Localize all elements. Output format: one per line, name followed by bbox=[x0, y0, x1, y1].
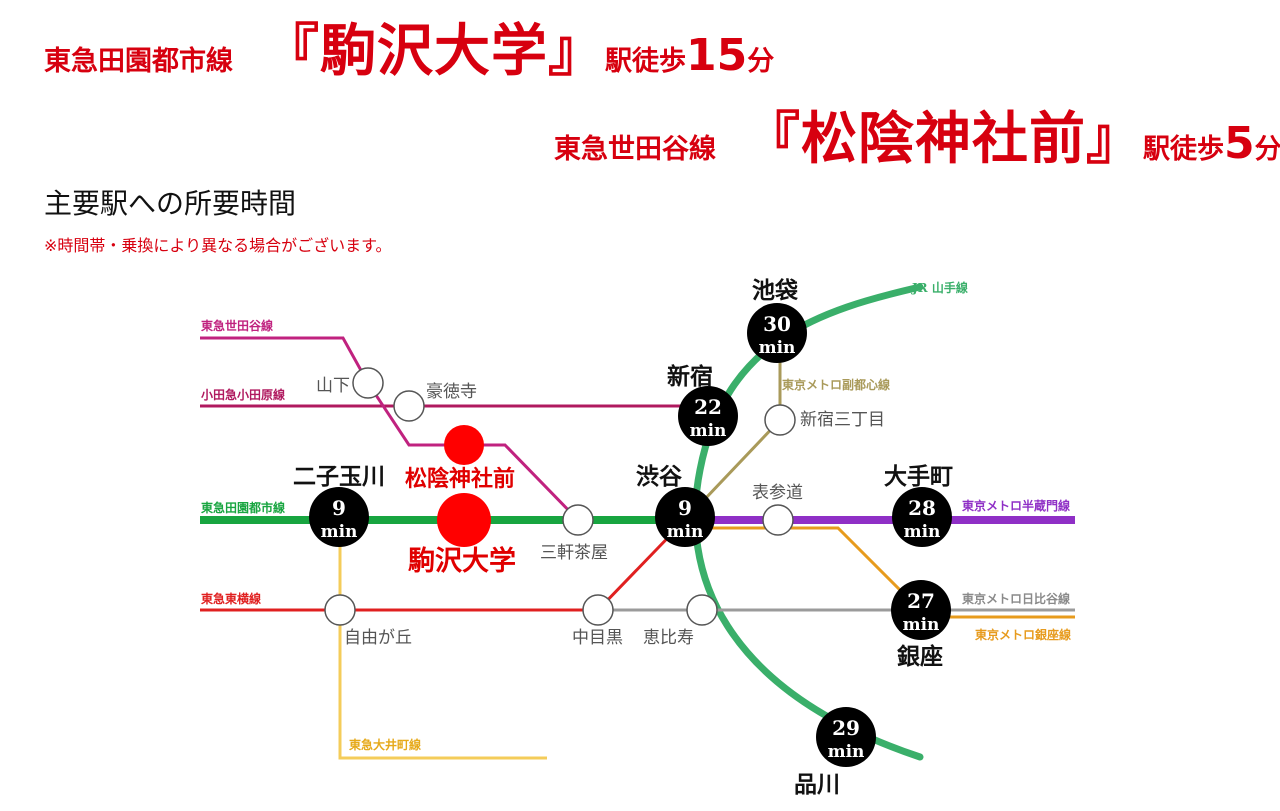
label-line-fukutoshin: 東京メトロ副都心線 bbox=[782, 377, 890, 392]
time-shinagawa: 29 bbox=[832, 716, 860, 740]
header-walk-label: 駅徒歩 bbox=[1143, 134, 1224, 165]
label-line-oimachi: 東急大井町線 bbox=[349, 737, 421, 752]
header-walk-label: 駅徒歩 bbox=[605, 46, 686, 77]
time-ikebukuro: 30 bbox=[763, 312, 791, 336]
label-line-odakyu: 小田急小田原線 bbox=[201, 387, 285, 402]
unit-otemachi: min bbox=[904, 522, 941, 542]
label-komazawadaigaku: 駒沢大学 bbox=[408, 545, 516, 577]
station-yamashita bbox=[352, 367, 384, 399]
time-shibuya: 9 bbox=[678, 496, 692, 520]
label-shoinjinjamae: 松陰神社前 bbox=[405, 466, 515, 492]
header-walk-unit: 分 bbox=[1254, 134, 1280, 165]
header-station-name: 『駒沢大学』 bbox=[263, 19, 605, 84]
header-walk-minutes: 15 bbox=[686, 30, 748, 81]
header-walk-minutes: 5 bbox=[1224, 118, 1255, 169]
major-shibuya: 渋谷 9 min bbox=[636, 463, 715, 547]
header-station-name: 『松陰神社前』 bbox=[744, 107, 1143, 172]
label-nakameguro: 中目黒 bbox=[572, 628, 623, 648]
label-gotokuji: 豪徳寺 bbox=[426, 381, 477, 402]
major-ginza: 銀座 27 min bbox=[891, 580, 951, 670]
label-sangenjaya: 三軒茶屋 bbox=[540, 543, 608, 563]
label-ikebukuro: 池袋 bbox=[752, 277, 799, 304]
label-omotesando: 表参道 bbox=[752, 483, 803, 503]
label-yamashita: 山下 bbox=[316, 376, 350, 396]
label-shinjukusanchome: 新宿三丁目 bbox=[800, 410, 885, 430]
label-futakotamagawa: 二子玉川 bbox=[293, 463, 385, 490]
unit-ikebukuro: min bbox=[759, 338, 796, 358]
station-sangenjaya bbox=[562, 504, 594, 536]
station-omotesando bbox=[762, 504, 794, 536]
label-line-yamanote: JR 山手線 bbox=[911, 280, 968, 295]
time-otemachi: 28 bbox=[908, 496, 936, 520]
header-line-name: 東急世田谷線 bbox=[554, 134, 716, 165]
disclaimer-note: ※時間帯・乗換により異なる場合がございます。 bbox=[44, 236, 392, 255]
label-line-hanzomon: 東京メトロ半蔵門線 bbox=[962, 498, 1070, 513]
major-shinagawa: 品川 29 min bbox=[794, 707, 876, 798]
label-shibuya: 渋谷 bbox=[636, 463, 683, 490]
label-line-setagaya: 東急世田谷線 bbox=[201, 318, 273, 333]
time-futakotamagawa: 9 bbox=[332, 496, 346, 520]
time-shinjuku: 22 bbox=[694, 395, 722, 419]
station-komazawadaigaku bbox=[437, 493, 491, 547]
page-subtitle: 主要駅への所要時間 bbox=[44, 187, 297, 220]
header-walk-unit: 分 bbox=[747, 46, 775, 77]
major-shinjuku: 新宿 22 min bbox=[667, 363, 738, 446]
label-line-toyoko: 東急東横線 bbox=[201, 591, 261, 606]
unit-shinagawa: min bbox=[828, 742, 865, 762]
label-ginza: 銀座 bbox=[897, 643, 943, 670]
major-otemachi: 大手町 28 min bbox=[884, 463, 953, 547]
label-line-denentoshi: 東急田園都市線 bbox=[201, 500, 285, 515]
label-line-ginza: 東京メトロ銀座線 bbox=[975, 627, 1071, 642]
unit-ginza: min bbox=[903, 615, 940, 635]
label-shinjuku: 新宿 bbox=[667, 363, 713, 390]
station-gotokuji bbox=[393, 390, 425, 422]
unit-shibuya: min bbox=[667, 522, 704, 542]
label-otemachi: 大手町 bbox=[884, 463, 953, 490]
label-shinagawa: 品川 bbox=[794, 771, 840, 798]
header-komazawa: 東急田園都市線 『駒沢大学』 駅徒歩 15 分 bbox=[44, 6, 774, 87]
unit-futakotamagawa: min bbox=[321, 522, 358, 542]
label-ebisu: 恵比寿 bbox=[643, 628, 694, 648]
station-nakameguro bbox=[582, 594, 614, 626]
line-setagaya bbox=[200, 336, 580, 522]
time-ginza: 27 bbox=[907, 589, 935, 613]
label-line-hibiya: 東京メトロ日比谷線 bbox=[962, 591, 1070, 606]
header-line-name: 東急田園都市線 bbox=[44, 46, 233, 77]
header-shoinjinjamae: 東急世田谷線 『松陰神社前』 駅徒歩 5 分 bbox=[554, 94, 1280, 175]
unit-shinjuku: min bbox=[690, 421, 727, 441]
station-jiyugaoka bbox=[324, 594, 356, 626]
major-futakotamagawa: 二子玉川 9 min bbox=[293, 463, 385, 547]
station-ebisu bbox=[686, 594, 718, 626]
station-shoinjinjamae bbox=[444, 425, 484, 465]
major-ikebukuro: 池袋 30 min bbox=[747, 277, 807, 363]
label-jiyugaoka: 自由が丘 bbox=[344, 628, 412, 648]
line-yamanote bbox=[691, 283, 924, 761]
station-shinjukusanchome bbox=[764, 404, 796, 436]
